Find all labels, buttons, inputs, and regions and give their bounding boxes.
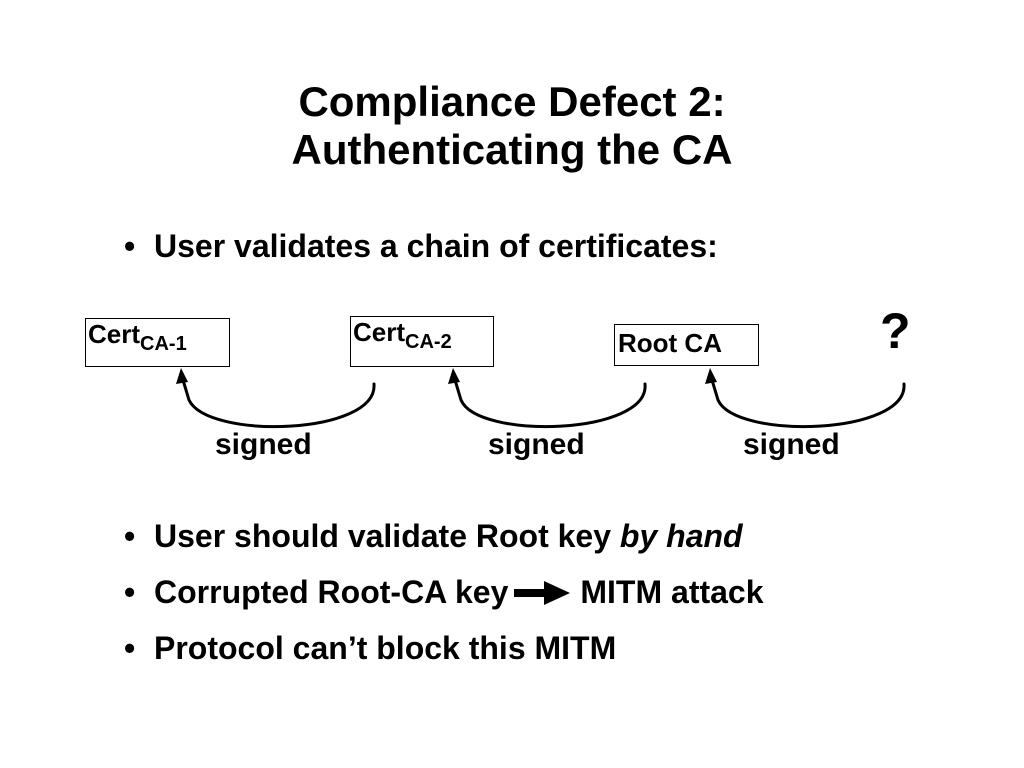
arrowhead-2	[448, 368, 460, 384]
bullet-corrupted-key: • Corrupted Root-CA key MITM attack	[124, 574, 764, 613]
bullet-protocol-limit: • Protocol can’t block this MITM	[124, 630, 616, 666]
title-line-2: Authenticating the CA	[291, 126, 733, 173]
bullet-marker: •	[124, 518, 136, 554]
bullet-text: User should validate Root key	[154, 518, 620, 554]
cert-ca1-main: Cert	[88, 319, 141, 349]
signed-arrow-2	[453, 378, 647, 428]
slide-title: Compliance Defect 2: Authenticating the …	[0, 78, 1024, 174]
signed-label-3: signed	[743, 428, 840, 461]
bullet-marker: •	[124, 630, 136, 666]
signed-label-1: signed	[215, 428, 312, 461]
cert-ca2-main: Cert	[353, 317, 406, 347]
bullet-emphasis: by hand	[619, 518, 743, 554]
bullet-text: Protocol can’t block this MITM	[154, 630, 617, 666]
right-arrow-icon	[514, 577, 571, 613]
bullet-text-right: MITM attack	[580, 574, 764, 610]
signed-arrow-1	[181, 378, 376, 428]
signed-arrow-3	[710, 378, 906, 428]
arrowhead-1	[176, 368, 188, 384]
bullet-chain-validation: • User validates a chain of certificates:	[124, 228, 718, 264]
cert-ca1-box: CertCA-1	[85, 318, 230, 367]
cert-ca2-sub: CA-2	[405, 331, 452, 353]
bullet-validate-by-hand: • User should validate Root key by hand	[124, 518, 743, 554]
root-ca-box: Root CA	[614, 324, 759, 366]
title-line-1: Compliance Defect 2:	[298, 78, 726, 125]
question-mark: ?	[880, 303, 911, 359]
cert-ca2-box: CertCA-2	[350, 316, 494, 367]
bullet-marker: •	[124, 574, 136, 610]
root-ca-label: Root CA	[618, 328, 722, 358]
signed-label-2: signed	[488, 428, 585, 461]
bullet-text: User validates a chain of certificates:	[154, 228, 718, 264]
arrowhead-3	[705, 368, 717, 384]
bullet-marker: •	[124, 228, 136, 264]
bullet-text-left: Corrupted Root-CA key	[154, 574, 509, 610]
cert-ca1-sub: CA-1	[140, 333, 187, 355]
